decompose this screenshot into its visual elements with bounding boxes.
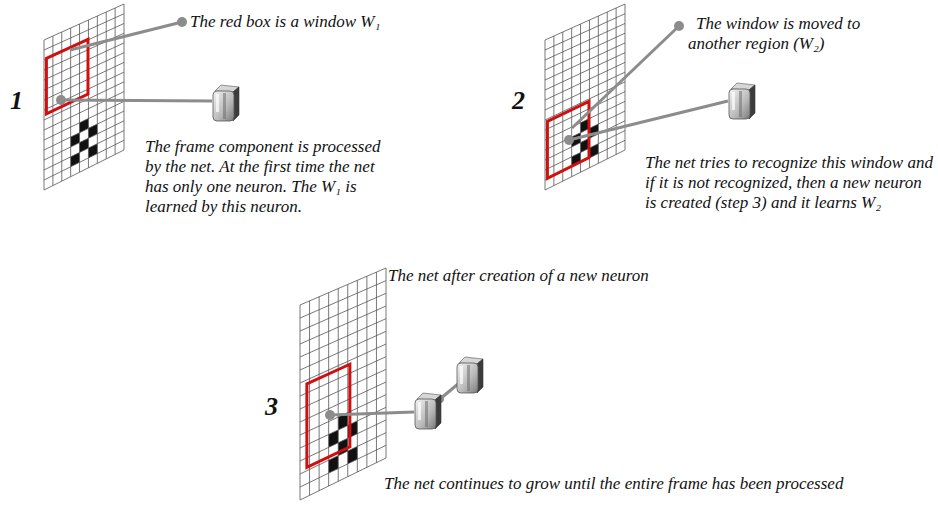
grid-line <box>545 23 625 60</box>
grid-line <box>386 268 387 458</box>
grid-ground <box>44 4 124 190</box>
grid-line <box>562 32 563 181</box>
grid-line <box>44 40 45 190</box>
grid-line <box>545 33 625 70</box>
grid-line <box>357 280 358 472</box>
window-box <box>46 39 88 113</box>
grid-line <box>300 369 386 409</box>
callout-text: The frame component is processed by the … <box>145 137 397 217</box>
leader-line <box>70 22 182 50</box>
callout-text: The net after creation of a new neuron <box>388 266 650 286</box>
grid-line <box>545 40 546 190</box>
grid-ground <box>545 4 625 190</box>
grid-line <box>571 28 572 177</box>
grid-line <box>44 111 124 150</box>
frame-grid <box>44 4 124 190</box>
grid-line <box>545 150 625 190</box>
neuron-icon <box>213 85 239 121</box>
callout-text: The window is moved to another region (W… <box>688 14 893 54</box>
neurons <box>213 83 755 429</box>
grid-line <box>44 72 124 110</box>
grid-line <box>580 24 581 172</box>
step-number: 2 <box>512 86 525 116</box>
grid-line <box>44 43 124 80</box>
leader-lines <box>61 22 728 415</box>
grid-line <box>545 101 625 140</box>
grid-line <box>366 276 367 467</box>
window-box <box>547 101 589 178</box>
neuron-icon <box>415 393 441 429</box>
grid-line <box>545 14 625 50</box>
grid-line <box>300 420 386 461</box>
leader-line <box>61 100 212 101</box>
grid-line <box>545 92 625 130</box>
grid-line <box>607 12 608 159</box>
grid-line <box>300 331 386 370</box>
leader-line <box>572 26 679 128</box>
grid-line <box>44 53 124 90</box>
grid-line <box>553 36 554 186</box>
grid-line <box>616 8 617 154</box>
grid-line <box>545 43 625 80</box>
callout-text: The red box is a window W₁ <box>190 12 380 32</box>
step-number: 3 <box>265 392 278 422</box>
grid-line <box>44 140 124 180</box>
leader-dot <box>564 135 574 145</box>
grid-line <box>44 121 124 160</box>
grid-line <box>124 4 125 150</box>
frame-grids <box>44 4 625 500</box>
grid-line <box>598 16 599 163</box>
frame-grid <box>300 268 386 500</box>
grid-line <box>300 306 386 344</box>
leader-dot <box>56 95 66 105</box>
grid-line <box>44 131 124 170</box>
frame-grid <box>545 4 625 190</box>
grid-line <box>300 344 386 383</box>
leader-dot <box>325 410 335 420</box>
grid-line <box>545 4 625 40</box>
grid-line <box>376 272 377 463</box>
leader-line <box>569 101 728 140</box>
grid-line <box>106 12 107 159</box>
leader-dot <box>177 17 187 27</box>
grid-line <box>545 121 625 160</box>
grid-line <box>97 16 98 163</box>
grid-line <box>115 8 116 154</box>
grid-line <box>300 305 301 500</box>
grid-line <box>300 433 386 474</box>
grid-line <box>545 62 625 100</box>
grid-line <box>545 53 625 90</box>
step-number: 1 <box>10 86 23 116</box>
grid-line <box>44 101 124 140</box>
leader-dots <box>56 17 684 420</box>
neuron-icon <box>729 83 755 119</box>
neuron-icon <box>457 357 483 393</box>
leader-line <box>330 412 414 415</box>
grid-line <box>44 14 124 50</box>
grid-line <box>44 4 124 40</box>
grid-line <box>300 357 386 396</box>
grid-line <box>300 319 386 357</box>
grid-line <box>44 150 124 190</box>
grid-ground <box>300 268 386 500</box>
callout-text: The net continues to grow until the enti… <box>384 474 889 494</box>
callout-text: The net tries to recognize this window a… <box>645 153 933 213</box>
leader-dot <box>674 21 684 31</box>
